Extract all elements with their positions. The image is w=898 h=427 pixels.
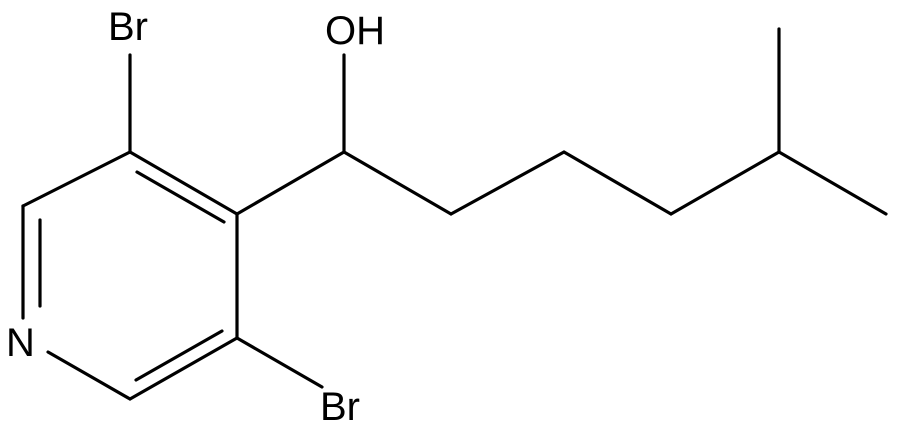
side-chain — [342, 27, 888, 216]
chain-bond-3 — [562, 150, 673, 216]
bond-c2-c3 — [21, 150, 132, 208]
substituent-bonds — [128, 53, 346, 389]
methyl-bond-right — [777, 150, 888, 216]
bond-c3-c4-inner — [135, 170, 226, 224]
bromine-bottom-label: Br — [320, 385, 360, 427]
bond-c5-c6 — [128, 336, 239, 401]
chain-bond-2 — [449, 150, 566, 216]
chain-bond-1 — [342, 150, 453, 216]
bond-c3-c4 — [128, 150, 239, 216]
nitrogen-label: N — [6, 321, 35, 365]
bond-c6-n — [46, 350, 132, 401]
pyridine-ring — [21, 150, 239, 401]
bond-c5-c6-inner — [134, 329, 224, 382]
bromine-top-label: Br — [108, 5, 148, 49]
bond-c4-carbinol — [235, 150, 346, 216]
hydroxyl-label: OH — [325, 9, 385, 53]
chain-bond-4 — [669, 150, 781, 216]
bond-c5-br — [235, 336, 324, 389]
atom-labels: N Br Br OH — [6, 5, 385, 427]
